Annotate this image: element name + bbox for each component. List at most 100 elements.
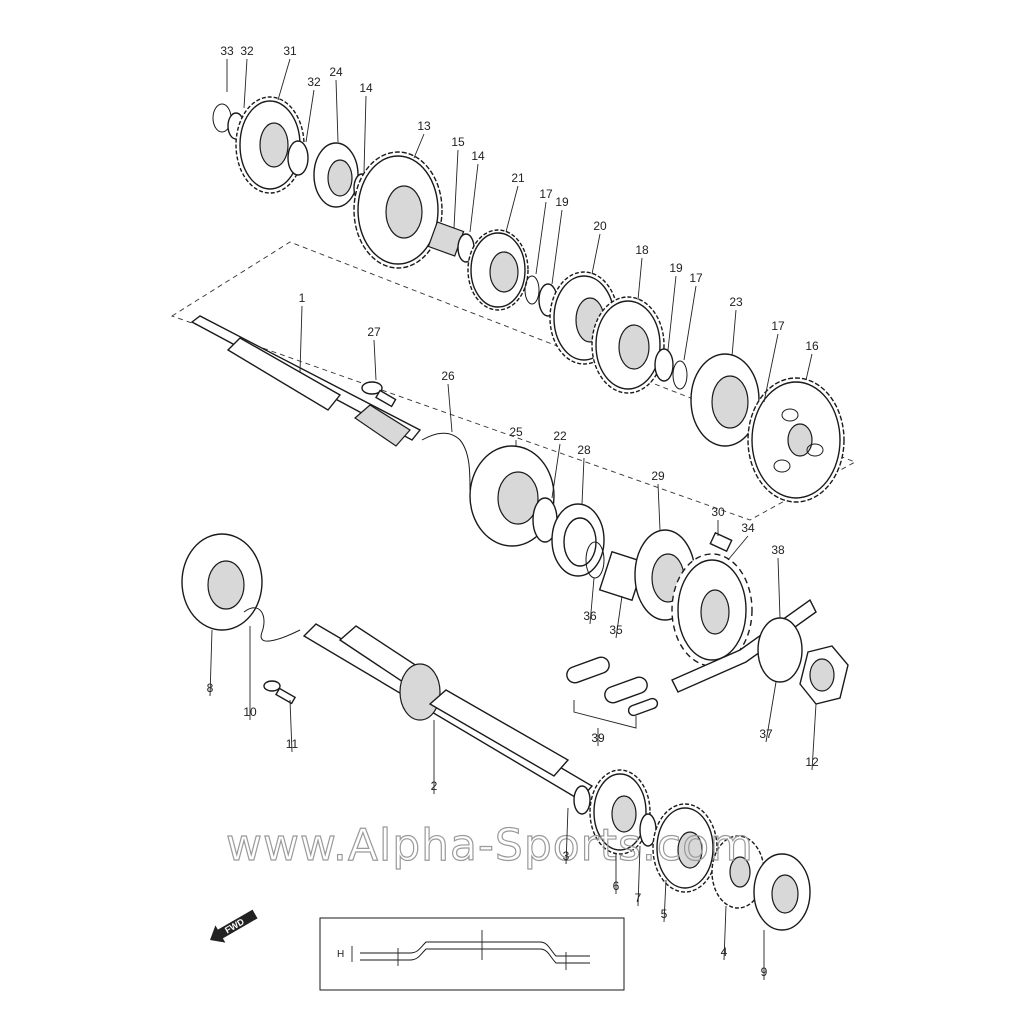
callout-c23[interactable]: 23: [729, 295, 743, 309]
callout-c19a[interactable]: 19: [555, 195, 569, 209]
callout-leader-c27: [373, 339, 377, 381]
assembly-boundary: [170, 241, 857, 521]
callout-c36[interactable]: 36: [583, 609, 597, 623]
callout-c7[interactable]: 7: [635, 891, 642, 905]
oil-pipe-26[interactable]: [421, 432, 471, 491]
callout-leader-c19b: [667, 275, 677, 351]
gear-21[interactable]: [467, 229, 529, 311]
callout-c16[interactable]: 16: [805, 339, 819, 353]
callout-c11[interactable]: 11: [286, 737, 299, 751]
circlip-17b[interactable]: [672, 360, 688, 390]
bearing-8[interactable]: [181, 533, 263, 631]
countershaft-1[interactable]: [190, 315, 422, 447]
oil-pipe-10[interactable]: [243, 607, 301, 642]
callout-leader-c35: [615, 595, 623, 639]
oil-seal-28[interactable]: [551, 503, 605, 577]
callout-leader-c18: [637, 257, 643, 301]
chain-joint-39[interactable]: [565, 655, 659, 717]
callout-leader-c28: [581, 457, 585, 505]
callout-c2[interactable]: 2: [431, 779, 438, 793]
callout-c25[interactable]: 25: [509, 425, 523, 439]
callout-c37[interactable]: 37: [759, 727, 773, 741]
callout-labels: 1234567891011121314141516171717181919202…: [207, 44, 819, 980]
callout-c33[interactable]: 33: [220, 44, 234, 58]
callout-c21[interactable]: 21: [511, 171, 525, 185]
screw-27[interactable]: [361, 381, 397, 408]
callout-c3[interactable]: 3: [563, 849, 570, 863]
callout-c32a[interactable]: 32: [240, 44, 254, 58]
callout-c24[interactable]: 24: [329, 65, 343, 79]
callout-leader-c3: [565, 807, 569, 865]
callout-c32b[interactable]: 32: [307, 75, 321, 89]
bolt-30[interactable]: [709, 531, 733, 553]
watermark: www.Alpha-Sports.com: [226, 820, 754, 871]
callout-leader-c20: [591, 233, 601, 275]
callout-c13[interactable]: 13: [417, 119, 431, 133]
callout-c35[interactable]: 35: [609, 623, 623, 637]
callout-c18[interactable]: 18: [635, 243, 649, 257]
inset-dimension-h: H: [337, 949, 344, 960]
callout-leader-c32a: [243, 58, 248, 109]
o-ring-36[interactable]: [585, 541, 605, 579]
callout-c14a[interactable]: 14: [359, 81, 373, 95]
gear-31[interactable]: [235, 96, 305, 194]
callout-leader-c26: [447, 383, 453, 433]
washer-32b[interactable]: [287, 140, 309, 176]
callout-leader-c12: [811, 703, 817, 771]
callout-c38[interactable]: 38: [771, 543, 785, 557]
callout-leader-c21: [505, 185, 519, 233]
callout-leader-c5: [663, 879, 667, 923]
callout-c9[interactable]: 9: [761, 965, 768, 979]
callout-leader-c23: [731, 309, 737, 357]
callout-leader-c17b: [683, 285, 697, 361]
bearing-9[interactable]: [753, 853, 811, 931]
callout-c31[interactable]: 31: [283, 44, 297, 58]
circlip-17a[interactable]: [524, 275, 540, 305]
callout-c30[interactable]: 30: [711, 505, 725, 519]
callout-c39[interactable]: 39: [591, 731, 605, 745]
callout-c26[interactable]: 26: [441, 369, 455, 383]
gear-5[interactable]: [652, 803, 718, 893]
inset-detail: H: [319, 917, 625, 991]
callout-c5[interactable]: 5: [661, 907, 668, 921]
gear-6[interactable]: [589, 769, 651, 855]
callout-leader-c36: [589, 577, 595, 625]
callout-c20[interactable]: 20: [593, 219, 607, 233]
gear-23[interactable]: [690, 353, 760, 447]
callout-c28[interactable]: 28: [577, 443, 591, 457]
bearing-24[interactable]: [313, 142, 359, 208]
callout-c22[interactable]: 22: [553, 429, 567, 443]
gear-4[interactable]: [711, 835, 765, 909]
callout-c17c[interactable]: 17: [771, 319, 785, 333]
callout-c10[interactable]: 10: [243, 705, 257, 719]
callout-c19b[interactable]: 19: [669, 261, 683, 275]
callout-c34[interactable]: 34: [741, 521, 755, 535]
callout-leader-c1: [299, 305, 303, 373]
callout-leader-c17c: [763, 333, 779, 403]
gear-18[interactable]: [591, 296, 665, 394]
gear-13[interactable]: [353, 151, 443, 269]
callout-c27[interactable]: 27: [367, 325, 381, 339]
driveshaft-2[interactable]: [302, 623, 594, 801]
lock-washer-38[interactable]: [757, 617, 803, 683]
nut-12[interactable]: [799, 645, 849, 705]
callout-leader-c34: [727, 535, 749, 561]
callout-c15[interactable]: 15: [451, 135, 465, 149]
callout-c29[interactable]: 29: [651, 469, 665, 483]
callout-c12[interactable]: 12: [805, 755, 819, 769]
screw-11[interactable]: [263, 680, 297, 705]
callout-c1[interactable]: 1: [299, 291, 306, 305]
gear-16[interactable]: [747, 377, 845, 503]
sprocket-34[interactable]: [671, 553, 753, 667]
callout-c4[interactable]: 4: [721, 945, 728, 959]
callout-c17b[interactable]: 17: [689, 271, 703, 285]
callout-leader-c22: [551, 443, 561, 499]
callout-c14b[interactable]: 14: [471, 149, 485, 163]
callout-c6[interactable]: 6: [613, 879, 620, 893]
callout-c8[interactable]: 8: [207, 681, 214, 695]
washer-3[interactable]: [573, 785, 591, 815]
callout-c17a[interactable]: 17: [539, 187, 553, 201]
washer-19b[interactable]: [654, 348, 674, 382]
callout-leader-c7: [637, 845, 641, 907]
